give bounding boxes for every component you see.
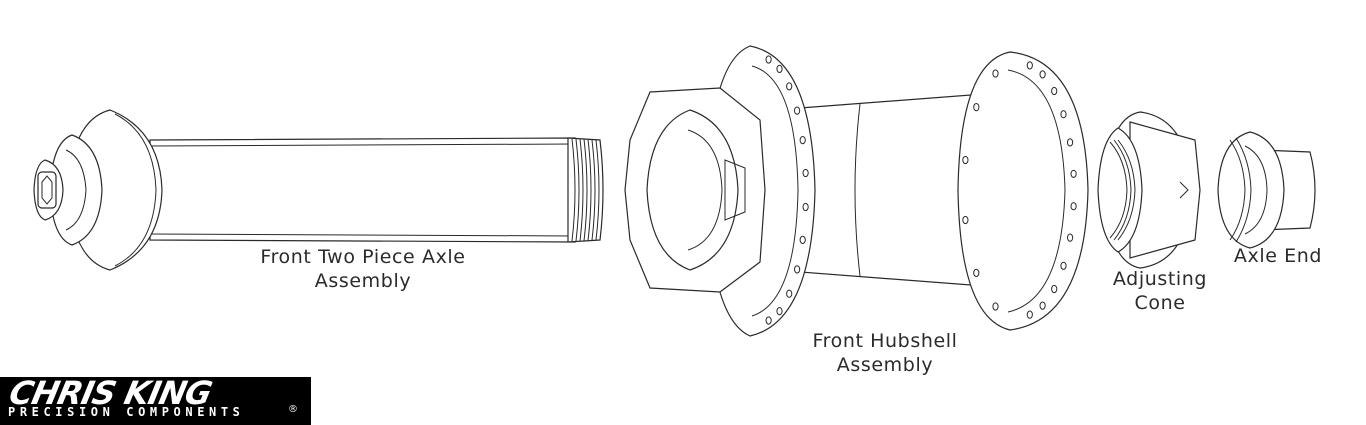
- flange-hole: [799, 136, 806, 145]
- flange-hole: [802, 202, 809, 212]
- flange-hole: [1060, 110, 1067, 119]
- axle-threads: [571, 138, 600, 242]
- logo-tagline: PRECISION COMPONENTS: [8, 405, 245, 419]
- flange-hole: [786, 289, 793, 298]
- axle-assembly-label: Front Two Piece Axle Assembly: [238, 245, 488, 293]
- logo-registered-mark: ®: [288, 404, 298, 415]
- flange-hole: [973, 103, 980, 112]
- axle-end-label: Axle End: [1222, 244, 1334, 268]
- flange-hole: [1067, 138, 1074, 147]
- flange-hole: [992, 302, 999, 311]
- flange-hole: [1060, 261, 1067, 270]
- flange-hole: [1026, 61, 1033, 70]
- adjusting-cone-label: Adjusting Cone: [1095, 267, 1225, 315]
- flange-hole: [992, 69, 999, 78]
- flange-hole: [776, 307, 783, 316]
- flange-hole: [1039, 301, 1046, 310]
- hubshell-label-line1: Front Hubshell: [812, 330, 958, 352]
- cone-label-line2: Cone: [1134, 292, 1186, 314]
- flange-hole: [1070, 169, 1077, 178]
- flange-hole: [799, 235, 806, 244]
- axle-label-line1: Front Two Piece Axle: [260, 246, 466, 268]
- axle-label-line2: Assembly: [314, 270, 412, 292]
- flange-hole: [776, 64, 783, 74]
- flange-hole: [794, 265, 801, 274]
- flange-hole: [765, 55, 772, 64]
- hubshell-drawing: [624, 45, 1089, 337]
- flange-hole: [962, 155, 969, 165]
- hubshell-label-line2: Assembly: [836, 354, 934, 376]
- flange-hole: [1051, 86, 1058, 96]
- flange-hole: [1026, 310, 1033, 319]
- flange-hole: [802, 168, 809, 178]
- adjusting-cone-drawing: [1097, 111, 1201, 269]
- chris-king-logo: CHRIS KING PRECISION COMPONENTS ®: [0, 374, 311, 425]
- flange-hole: [794, 106, 801, 115]
- axle-end-drawing: [1217, 131, 1316, 249]
- axle-assembly-drawing: [33, 109, 604, 271]
- axle-end-label-text: Axle End: [1233, 245, 1323, 267]
- flange-hole: [962, 215, 969, 225]
- flange-hole: [786, 82, 793, 91]
- flange-hole: [1067, 233, 1074, 242]
- cone-label-line1: Adjusting: [1112, 268, 1208, 290]
- flange-hole: [765, 316, 772, 325]
- flange-hole: [973, 268, 980, 277]
- flange-holes: [765, 55, 1077, 325]
- flange-hole: [1070, 202, 1077, 211]
- hubshell-label: Front Hubshell Assembly: [785, 329, 985, 377]
- flange-hole: [1051, 284, 1058, 294]
- flange-hole: [1039, 70, 1046, 79]
